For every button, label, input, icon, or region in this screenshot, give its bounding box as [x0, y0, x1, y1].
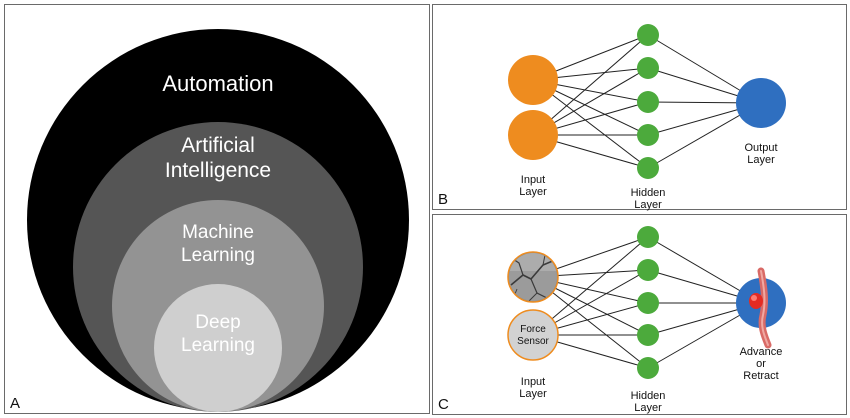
hidden-node — [637, 357, 659, 379]
hidden-node — [637, 124, 659, 146]
output-label-line3: Retract — [743, 370, 778, 382]
automation-label: Automation — [162, 71, 273, 96]
nested-circles-diagram: Automation Artificial Intelligence Machi… — [27, 29, 409, 412]
input-layer-label-line1: Input — [521, 376, 545, 388]
output-label-line1: Advance — [740, 346, 783, 358]
hidden-layer-label-line2: Layer — [634, 199, 662, 211]
output-node — [736, 267, 786, 349]
output-layer-label-line2: Layer — [747, 154, 775, 166]
ml-label-line1: Machine — [182, 222, 254, 243]
hidden-node — [637, 91, 659, 113]
output-layer-label-line1: Output — [744, 142, 777, 154]
hidden-node — [637, 226, 659, 248]
applied-network-diagram: Force Sensor Input Layer Hidden Layer Ad… — [507, 226, 786, 414]
hidden-node — [637, 157, 659, 179]
panel-a: Automation Artificial Intelligence Machi… — [4, 4, 430, 414]
connection-line — [532, 34, 649, 136]
hidden-node — [637, 292, 659, 314]
deep-learning-circle — [154, 284, 282, 412]
hidden-layer-label-line2: Layer — [634, 402, 662, 414]
panel-letter-a: A — [10, 395, 21, 412]
hidden-node — [637, 259, 659, 281]
ai-label-line2: Intelligence — [165, 159, 271, 182]
input-layer-label-line1: Input — [521, 174, 545, 186]
panel-letter-c: C — [438, 396, 449, 413]
vessel-image-icon — [509, 253, 557, 301]
input-layer-label-line2: Layer — [519, 186, 547, 198]
hidden-node — [637, 324, 659, 346]
hidden-node — [637, 57, 659, 79]
force-sensor-label-line1: Force — [520, 324, 546, 335]
input-node — [508, 110, 558, 160]
lesion-icon — [749, 293, 763, 309]
hidden-layer-label-line1: Hidden — [631, 390, 666, 402]
input-layer-label-line2: Layer — [519, 388, 547, 400]
force-sensor-node: Force Sensor — [507, 309, 559, 361]
output-label-line2: or — [756, 358, 766, 370]
ml-label-line2: Learning — [181, 245, 255, 266]
force-sensor-label-line2: Sensor — [517, 336, 549, 347]
input-node — [508, 55, 558, 105]
ai-label-line1: Artificial — [181, 134, 255, 157]
panel-c: Force Sensor Input Layer Hidden Layer Ad… — [432, 214, 847, 415]
panel-b: Input Layer Hidden Layer Output Layer B — [432, 4, 847, 211]
hidden-layer-label-line1: Hidden — [631, 187, 666, 199]
neural-network-diagram: Input Layer Hidden Layer Output Layer — [508, 24, 786, 211]
dl-label-line2: Learning — [181, 335, 255, 356]
image-input-node — [507, 251, 559, 303]
dl-label-line1: Deep — [195, 312, 240, 333]
panel-letter-b: B — [438, 191, 449, 208]
hidden-node — [637, 24, 659, 46]
output-node — [736, 78, 786, 128]
